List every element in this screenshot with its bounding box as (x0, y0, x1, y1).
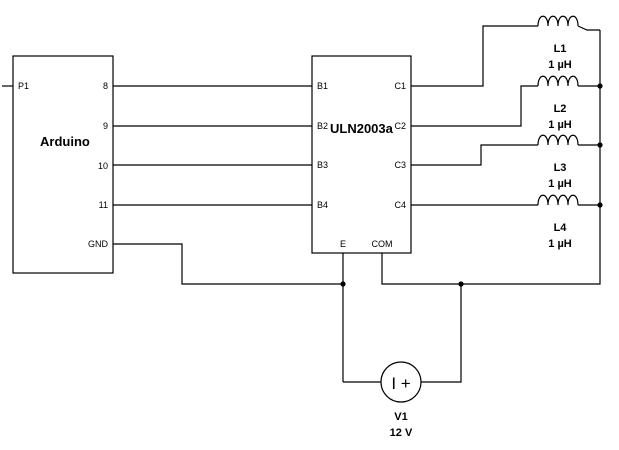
arduino-title: Arduino (40, 134, 90, 149)
uln2003a-title: ULN2003a (330, 121, 394, 136)
voltage-source-value: 12 V (390, 427, 413, 439)
uln-com-label: COM (372, 239, 393, 249)
junction-com-supply (458, 281, 464, 287)
uln-c3-label: C3 (394, 160, 406, 170)
inductor-l4-coil (537, 194, 579, 206)
signal-wires (113, 85, 343, 285)
inductor-l3-value: 1 µH (548, 178, 572, 190)
inductor-l4-name: L4 (554, 222, 568, 234)
uln-b4-label: B4 (317, 200, 328, 210)
inductor-l3: L3 1 µH (537, 134, 603, 190)
uln-b1-label: B1 (317, 81, 328, 91)
voltage-source-name: V1 (394, 411, 407, 423)
uln-c2-label: C2 (394, 121, 406, 131)
arduino-pin-10-label: 10 (98, 161, 108, 171)
arduino-body (12, 55, 114, 274)
ground-common-wires (340, 30, 601, 383)
junction-l3 (597, 142, 603, 148)
wire-com-to-rail (381, 30, 601, 285)
inductor-l3-coil (537, 134, 579, 146)
uln-c4-label: C4 (394, 200, 406, 210)
voltage-source-symbol (380, 361, 422, 403)
uln-e-label: E (340, 239, 346, 249)
wire-supply-to-com (421, 284, 462, 383)
inductor-l2-value: 1 µH (548, 119, 572, 131)
uln2003a-body (311, 55, 412, 254)
uln-c1-label: C1 (394, 81, 406, 91)
voltage-source-polarity: I + (391, 374, 410, 393)
inductor-l3-name: L3 (554, 162, 567, 174)
uln-b2-label: B2 (317, 121, 328, 131)
voltage-source-v1: I + V1 12 V (380, 361, 422, 439)
junction-e-gnd (340, 281, 346, 287)
junction-l4 (597, 202, 603, 208)
inductor-l4-value: 1 µH (548, 238, 572, 250)
arduino-pin-9-label: 9 (103, 121, 108, 131)
arduino-port-label: P1 (18, 81, 29, 91)
uln2003a-block: ULN2003a B1 B2 B3 B4 C1 C2 C3 C4 E COM (311, 55, 412, 254)
arduino-pin-8-label: 8 (103, 81, 108, 91)
wire-c1-l1 (411, 25, 538, 87)
wire-gnd-to-e (113, 243, 343, 285)
arduino-pin-11-label: 11 (99, 200, 108, 210)
arduino-pin-gnd-label: GND (88, 239, 109, 249)
inductor-l1: L1 1 µH (537, 15, 600, 71)
inductor-l1-lead (577, 25, 600, 31)
inductor-l1-coil (537, 15, 579, 27)
wire-c2-l2 (411, 85, 538, 127)
inductor-l4: L4 1 µH (537, 194, 603, 250)
inductor-l1-name: L1 (554, 43, 567, 55)
inductor-l2: L2 1 µH (537, 75, 603, 131)
inductor-l2-name: L2 (554, 103, 567, 115)
arduino-block: P1 Arduino 8 9 10 11 GND (2, 55, 114, 274)
uln-b3-label: B3 (317, 160, 328, 170)
output-wires (411, 25, 538, 206)
wire-c3-l3 (411, 144, 538, 166)
inductor-l1-value: 1 µH (548, 59, 572, 71)
junction-l2 (597, 83, 603, 89)
inductor-l2-coil (537, 75, 579, 87)
